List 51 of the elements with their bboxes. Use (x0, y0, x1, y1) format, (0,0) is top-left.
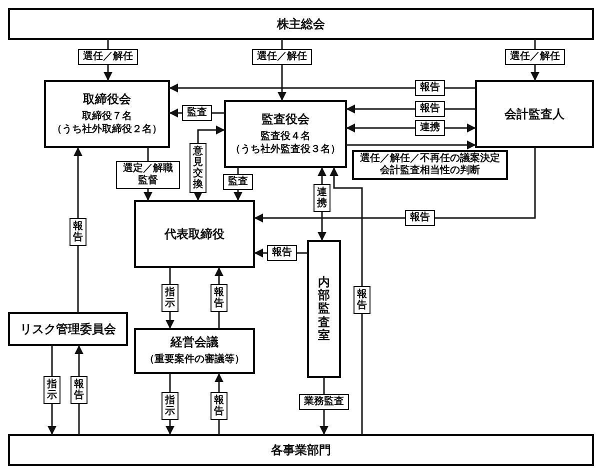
box-title: 会計監査人 (504, 106, 564, 122)
edge-label: 報告 (210, 284, 228, 312)
box-text: 監査役４名 (260, 131, 310, 144)
process-box (8, 312, 128, 346)
process-box (44, 80, 170, 148)
note-box (352, 150, 508, 180)
process-box (134, 328, 255, 374)
edge-label: 指示 (162, 284, 178, 312)
process-box (224, 100, 347, 168)
box-title: リスク管理委員会 (20, 322, 116, 336)
edge-label: 報告 (70, 376, 88, 404)
process-box (307, 240, 341, 378)
edge-label: 報告 (267, 245, 297, 261)
edge-label: 連携 (314, 184, 330, 212)
arrow (347, 140, 476, 150)
edge-label: 指示 (162, 392, 178, 420)
arrow (330, 167, 363, 434)
edge-label: 意見交換 (190, 143, 206, 193)
process-box (134, 200, 255, 268)
edge-label: 選任／解任 (252, 49, 312, 65)
note-text: 選任／解任／不再任の議案決定会計監査相当性の判断 (359, 152, 501, 178)
edge-label: 監査 (182, 105, 212, 121)
edge-label: 選定／解職監督 (116, 161, 180, 189)
edge-label: 業務監査 (299, 394, 349, 410)
process-box (475, 80, 594, 148)
edge-label: 指示 (44, 376, 60, 404)
box-title: 株主総会 (277, 16, 325, 32)
edge-label: 報告 (415, 101, 445, 117)
edge-label: 選任／解任 (505, 49, 565, 65)
box-title: 経営会議 (170, 335, 218, 350)
process-box (8, 434, 594, 466)
edge-label: 報告 (70, 218, 86, 246)
process-box (8, 8, 594, 40)
box-text: （うち社外取締役２名） (52, 124, 162, 136)
edge-label: 連携 (415, 120, 445, 136)
edge-label: 報告 (210, 392, 228, 420)
edge-label: 監査 (223, 174, 253, 190)
box-text: （うち社外監査役３名） (230, 144, 340, 156)
edge-label: 報告 (405, 210, 435, 226)
edge-label: 報告 (354, 286, 370, 314)
edge-label: 選任／解任 (78, 49, 138, 65)
box-title: 各事業部門 (271, 442, 331, 458)
edge-label: 報告 (415, 80, 445, 96)
box-title: 監査役会 (262, 112, 310, 127)
box-text: （重要案件の審議等） (144, 354, 244, 367)
box-title: 取締役会 (83, 92, 131, 107)
box-text: 取締役７名 (82, 111, 132, 123)
arrow (254, 148, 536, 222)
box-title: 内部監査室 (318, 276, 330, 342)
box-title: 代表取締役 (164, 226, 224, 242)
arrow (169, 84, 475, 92)
